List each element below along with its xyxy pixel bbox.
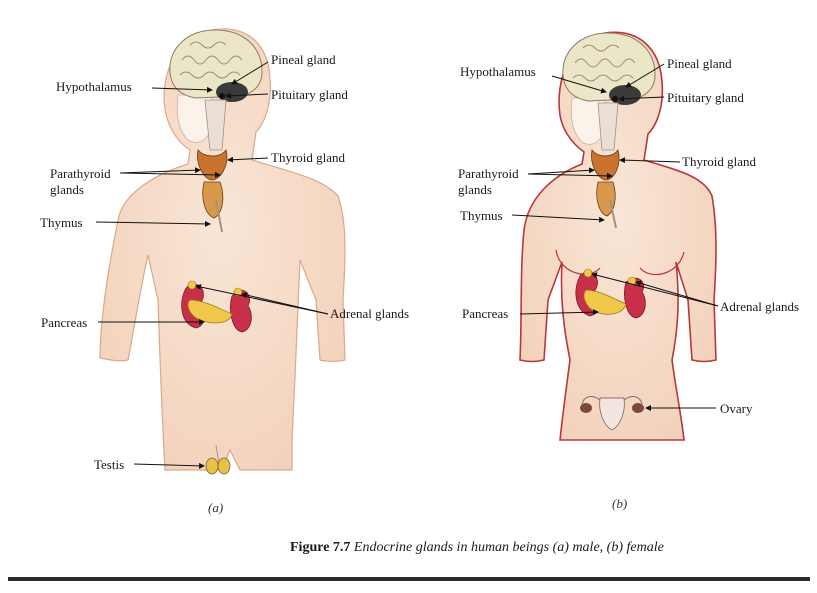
female-label-adrenal: Adrenal glands: [720, 299, 799, 314]
male-label-hypothalamus: Hypothalamus: [56, 79, 132, 94]
male-pituitary: [219, 93, 225, 99]
female-panel-label: (b): [612, 496, 627, 512]
male-label-thyroid: Thyroid gland: [271, 150, 345, 165]
female-ovary-right: [632, 403, 644, 413]
male-label-pituitary: Pituitary gland: [271, 87, 348, 102]
female-label-pineal: Pineal gland: [667, 56, 732, 71]
female-label-parathyroid-1: Parathyroid: [458, 166, 519, 181]
male-adrenal-left: [188, 281, 196, 289]
male-label-testis: Testis: [94, 457, 124, 472]
male-label-parathyroid-2: glands: [50, 182, 84, 197]
female-throat: [598, 103, 618, 150]
male-panel-label: (a): [208, 500, 223, 516]
male-cerebellum: [216, 82, 248, 102]
male-testis-left: [206, 458, 218, 474]
female-cerebellum: [609, 85, 641, 105]
female-label-thymus: Thymus: [460, 208, 503, 223]
male-label-thymus: Thymus: [40, 215, 83, 230]
female-label-thyroid: Thyroid gland: [682, 154, 756, 169]
male-testis-right: [218, 458, 230, 474]
male-label-pancreas: Pancreas: [41, 315, 87, 330]
female-brain: [563, 33, 655, 101]
male-brain: [170, 30, 262, 98]
bottom-divider: [8, 577, 810, 581]
female-ovary-left: [580, 403, 592, 413]
male-label-pineal: Pineal gland: [271, 52, 336, 67]
female-pituitary: [612, 96, 618, 102]
female-label-parathyroid-2: glands: [458, 182, 492, 197]
female-label-ovary: Ovary: [720, 401, 753, 416]
figure-caption: Figure 7.7 Endocrine glands in human bei…: [290, 540, 664, 556]
female-adrenal-left: [584, 269, 592, 277]
male-label-adrenal: Adrenal glands: [330, 306, 409, 321]
female-label-pancreas: Pancreas: [462, 306, 508, 321]
female-label-hypothalamus: Hypothalamus: [460, 64, 536, 79]
male-label-parathyroid-1: Parathyroid: [50, 166, 111, 181]
figure-caption-text: Endocrine glands in human beings (a) mal…: [354, 540, 664, 555]
female-label-pituitary: Pituitary gland: [667, 90, 744, 105]
figure-caption-number: Figure 7.7: [290, 540, 350, 555]
